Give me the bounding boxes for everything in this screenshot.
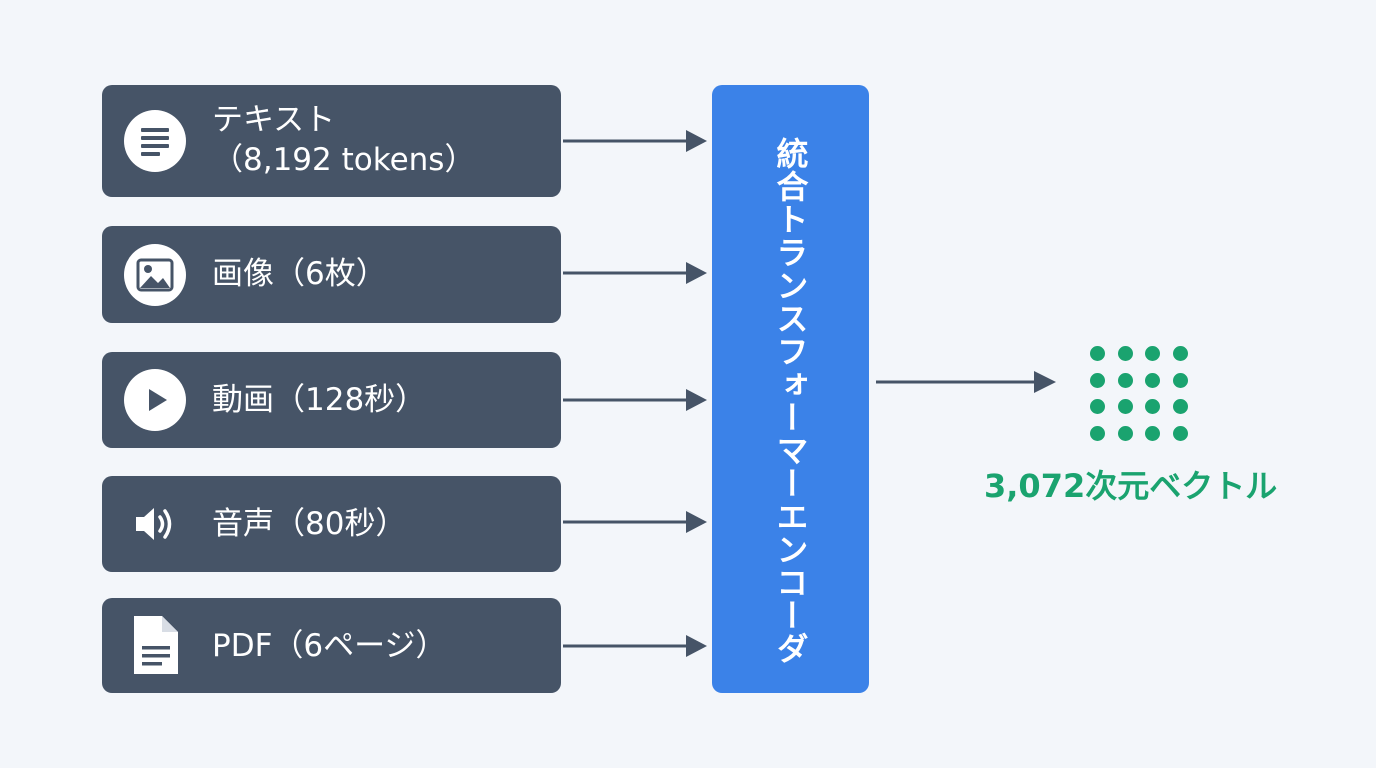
play-icon bbox=[124, 369, 186, 431]
vector-dot bbox=[1117, 399, 1133, 414]
vector-dot bbox=[1172, 372, 1188, 388]
vector-dot bbox=[1117, 372, 1133, 388]
input-box-video: 動画（128秒） bbox=[102, 352, 561, 448]
arrowhead-output bbox=[1034, 371, 1056, 393]
arrowhead-video bbox=[686, 389, 707, 411]
input-label-video-line1: 動画（128秒） bbox=[212, 382, 427, 418]
speaker-icon bbox=[124, 493, 186, 555]
vector-dot bbox=[1172, 399, 1188, 414]
arrowhead-text bbox=[686, 130, 707, 152]
input-label-video: 動画（128秒） bbox=[212, 380, 426, 420]
input-label-pdf-line1: PDF（6ページ） bbox=[212, 628, 447, 664]
input-label-pdf: PDF（6ページ） bbox=[212, 626, 447, 666]
image-icon bbox=[124, 244, 186, 306]
input-box-pdf: PDF（6ページ） bbox=[102, 598, 561, 693]
input-label-audio-line1: 音声（80秒） bbox=[212, 506, 407, 542]
vector-dot bbox=[1090, 399, 1105, 414]
vector-dot bbox=[1172, 425, 1188, 441]
arrowhead-pdf bbox=[686, 635, 707, 657]
pdf-file-icon bbox=[124, 614, 186, 676]
vector-dot bbox=[1117, 346, 1133, 361]
vector-dot bbox=[1090, 425, 1105, 441]
document-lines-icon bbox=[124, 110, 186, 172]
arrowhead-audio bbox=[686, 511, 707, 533]
arrowhead-image bbox=[686, 262, 707, 284]
vector-dots-icon bbox=[1090, 346, 1190, 441]
input-label-text-line2: （8,192 tokens） bbox=[212, 142, 476, 178]
vector-dot bbox=[1145, 372, 1160, 388]
input-label-image-line1: 画像（6枚） bbox=[212, 256, 387, 292]
vector-dot bbox=[1145, 346, 1160, 361]
encoder-label: 統合トランスフォーマーエンコーダ bbox=[771, 137, 810, 665]
vector-dot bbox=[1145, 425, 1160, 441]
input-box-image: 画像（6枚） bbox=[102, 226, 561, 323]
vector-dot bbox=[1090, 372, 1105, 388]
vector-dot bbox=[1145, 399, 1160, 414]
unified-transformer-encoder: 統合トランスフォーマーエンコーダ bbox=[712, 85, 869, 693]
vector-dot bbox=[1172, 346, 1188, 361]
input-label-text: テキスト （8,192 tokens） bbox=[212, 100, 475, 180]
vector-dot bbox=[1117, 425, 1133, 441]
input-label-image: 画像（6枚） bbox=[212, 254, 387, 294]
input-box-audio: 音声（80秒） bbox=[102, 476, 561, 572]
input-label-text-line1: テキスト bbox=[212, 102, 336, 138]
output-label: 3,072次元ベクトル bbox=[984, 467, 1278, 505]
input-box-text: テキスト （8,192 tokens） bbox=[102, 85, 561, 197]
input-label-audio: 音声（80秒） bbox=[212, 504, 406, 544]
vector-dot bbox=[1090, 346, 1105, 361]
